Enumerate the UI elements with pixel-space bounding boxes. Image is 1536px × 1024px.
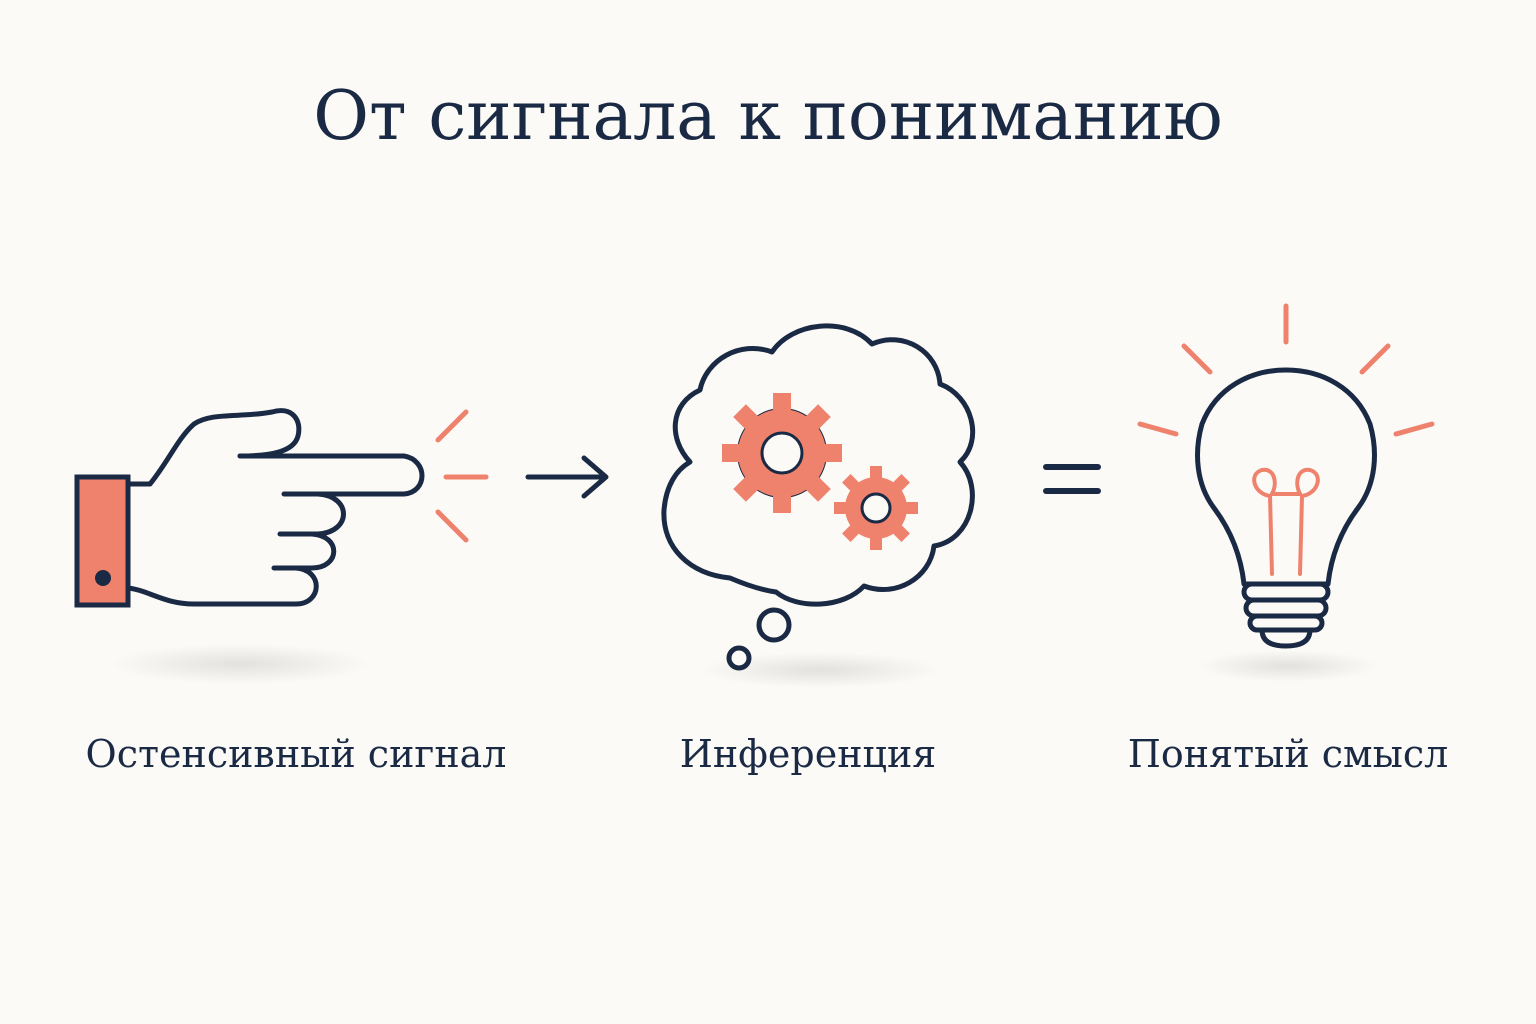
bulb-ray-upper-left <box>1181 343 1213 375</box>
step-label-ostensive-signal: Остенсивный сигнал <box>85 732 507 776</box>
step-label-understood-meaning: Понятый смысл <box>1127 732 1449 776</box>
hand-outline <box>125 408 425 607</box>
bulb-ray-left <box>1137 421 1179 437</box>
thought-cloud-gears-icon <box>661 323 976 671</box>
signal-ray-up <box>435 409 469 443</box>
bulb-ray-upper-right <box>1359 343 1391 375</box>
right-arrow-icon <box>525 455 609 499</box>
cuff-button <box>95 570 111 586</box>
thought-bubble-small <box>726 645 752 671</box>
bulb-filament <box>1252 467 1320 576</box>
pointing-hand-icon <box>74 408 489 608</box>
bulb-base <box>1241 581 1331 649</box>
gear-large-icon <box>722 393 842 513</box>
signal-ray-down <box>435 509 469 543</box>
cloud-shadow <box>700 652 940 688</box>
thought-bubble-large <box>756 607 792 643</box>
bulb-ray-right <box>1393 421 1435 437</box>
bulb-shadow <box>1198 650 1378 682</box>
hand-shadow <box>110 644 370 684</box>
equals-sign-icon <box>1043 464 1101 494</box>
page-title: От сигнала к пониманию <box>313 77 1223 156</box>
light-bulb-icon <box>1137 303 1435 649</box>
bulb-glass <box>1195 367 1377 587</box>
step-label-inference: Инференция <box>679 732 937 776</box>
gear-small-icon <box>834 466 918 550</box>
